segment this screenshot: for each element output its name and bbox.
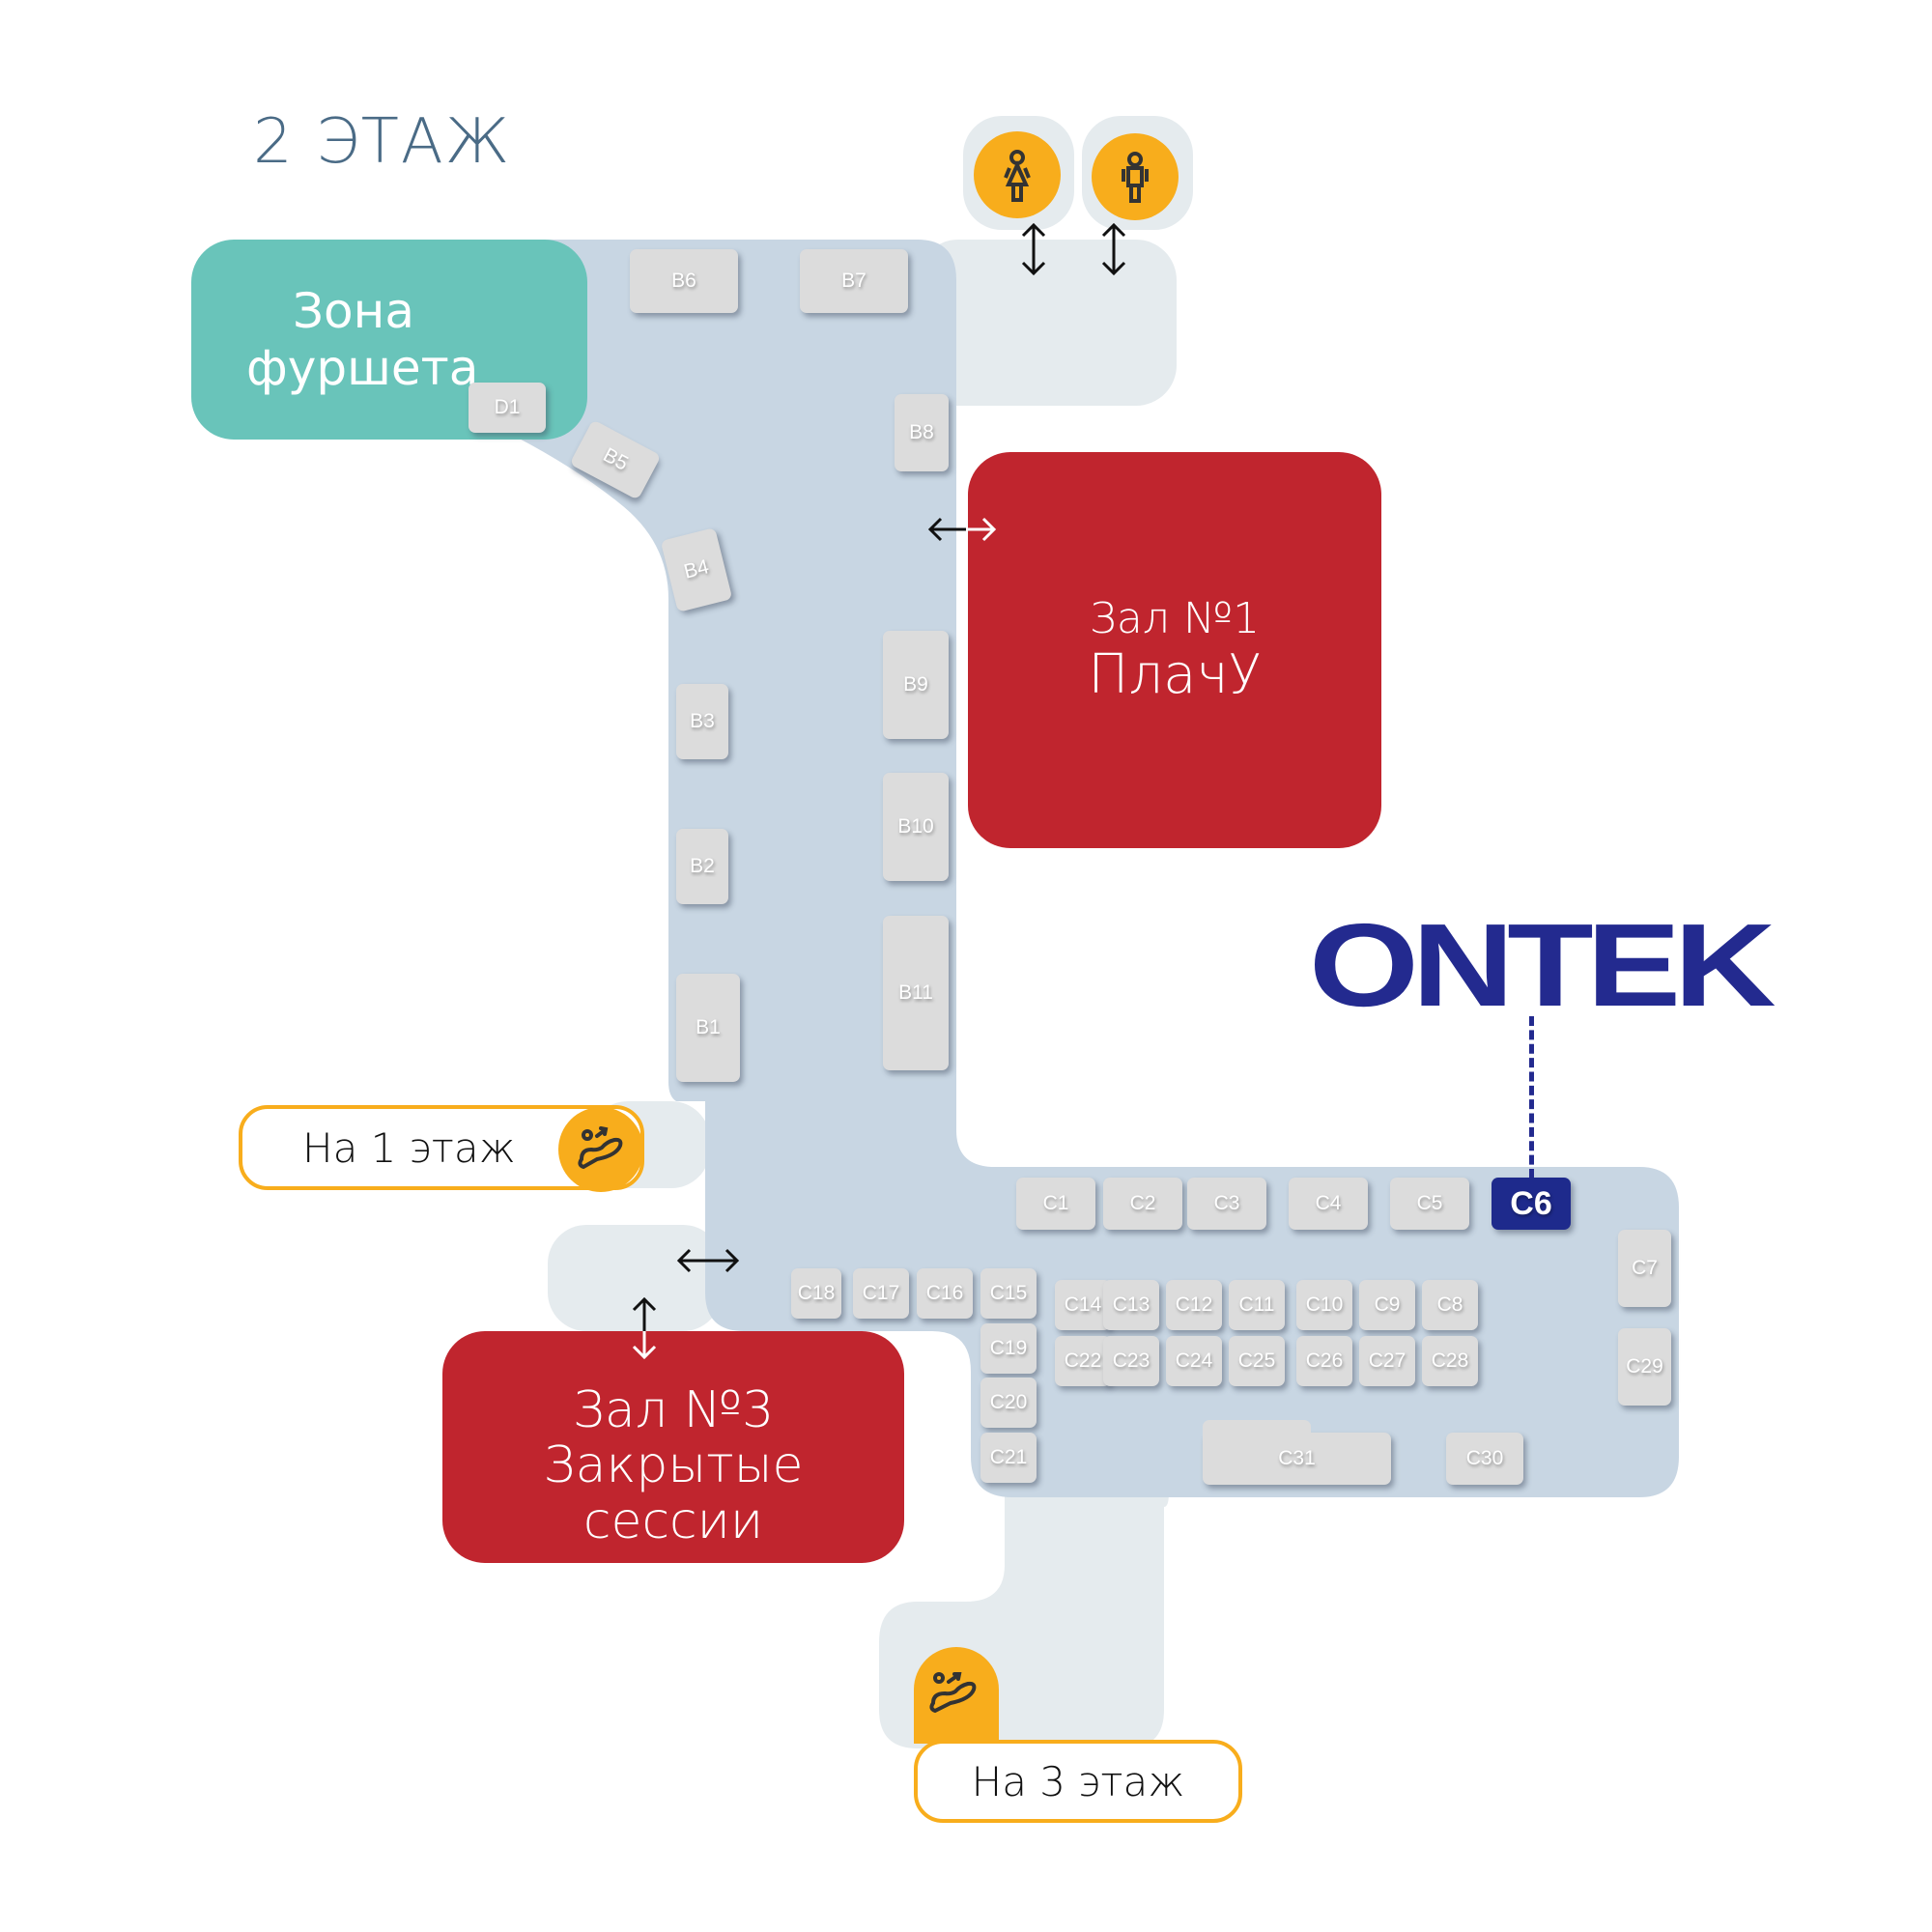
booth-C17[interactable]: C17 <box>853 1268 909 1319</box>
booth-C24[interactable]: C24 <box>1166 1336 1222 1386</box>
booth-C21[interactable]: C21 <box>980 1433 1037 1483</box>
main-corridor <box>454 240 1679 1497</box>
vertical-double-arrow-icon <box>1101 222 1126 276</box>
booth-B2[interactable]: B2 <box>676 829 728 904</box>
buffet-zone-label-2: фуршета <box>246 340 479 396</box>
booth-C2[interactable]: C2 <box>1103 1178 1182 1230</box>
booth-C5[interactable]: C5 <box>1390 1178 1469 1230</box>
booth-C3[interactable]: C3 <box>1187 1178 1266 1230</box>
booth-C20[interactable]: C20 <box>980 1378 1037 1428</box>
horizontal-double-arrow-icon <box>676 1248 740 1273</box>
booth-C23[interactable]: C23 <box>1103 1336 1159 1386</box>
booth-C27[interactable]: C27 <box>1359 1336 1415 1386</box>
booth-C18[interactable]: C18 <box>791 1268 841 1319</box>
booth-C6-highlighted[interactable]: C6 <box>1492 1178 1571 1230</box>
exit-to-floor-1-label: На 1 этаж <box>302 1123 516 1172</box>
booth-C1[interactable]: C1 <box>1016 1178 1095 1230</box>
vertical-double-arrow-icon <box>632 1296 657 1360</box>
exhibitor-logo[interactable]: ONTEK <box>1309 899 1776 1031</box>
vertical-double-arrow-icon <box>1021 222 1046 276</box>
booth-C7[interactable]: C7 <box>1618 1230 1671 1307</box>
exit-to-floor-3[interactable]: На 3 этаж <box>914 1740 1242 1823</box>
booth-C26[interactable]: C26 <box>1296 1336 1352 1386</box>
booth-B9[interactable]: B9 <box>883 631 949 739</box>
restroom-corridor <box>918 240 1177 406</box>
booth-C8[interactable]: C8 <box>1422 1280 1478 1330</box>
booth-B1[interactable]: B1 <box>676 974 740 1082</box>
hall-3-name-1: Закрытые <box>543 1436 804 1495</box>
hall-3[interactable]: Зал №3 Закрытые сессии <box>442 1331 904 1563</box>
booth-C25[interactable]: C25 <box>1229 1336 1285 1386</box>
booth-B3[interactable]: B3 <box>676 684 728 759</box>
booth-C22[interactable]: C22 <box>1055 1336 1111 1386</box>
booth-C14[interactable]: C14 <box>1055 1280 1111 1330</box>
escalator-button-floor-1[interactable] <box>558 1107 643 1192</box>
man-restroom-icon <box>1122 152 1149 203</box>
booth-C11[interactable]: C11 <box>1229 1280 1285 1330</box>
logo-connector-line <box>1529 1016 1534 1179</box>
booth-B10[interactable]: B10 <box>883 773 949 881</box>
escalator-icon <box>929 1672 977 1714</box>
exit-to-floor-3-label: На 3 этаж <box>971 1757 1185 1805</box>
booth-C28[interactable]: C28 <box>1422 1336 1478 1386</box>
booth-B6[interactable]: B6 <box>630 249 738 313</box>
man-restroom-button[interactable] <box>1092 133 1179 220</box>
booth-C4[interactable]: C4 <box>1289 1178 1368 1230</box>
hall-3-name-2: сессии <box>582 1492 764 1550</box>
booth-C29[interactable]: C29 <box>1618 1328 1671 1406</box>
buffet-zone-label-1: Зона <box>293 283 414 339</box>
hall-1[interactable]: Зал №1 ПлачУ <box>968 452 1381 848</box>
woman-restroom-button[interactable] <box>974 131 1061 218</box>
booth-C15[interactable]: C15 <box>980 1268 1037 1319</box>
booth-C12[interactable]: C12 <box>1166 1280 1222 1330</box>
booth-C10[interactable]: C10 <box>1296 1280 1352 1330</box>
booth-C31-extension <box>1203 1420 1311 1449</box>
booth-B11[interactable]: B11 <box>883 916 949 1070</box>
booth-B8[interactable]: B8 <box>895 394 949 471</box>
woman-restroom-icon <box>1004 150 1031 202</box>
booth-C16[interactable]: C16 <box>917 1268 973 1319</box>
booth-B7[interactable]: B7 <box>800 249 908 313</box>
escalator-icon <box>578 1126 623 1170</box>
light-corridor-left <box>548 1225 722 1331</box>
booth-C19[interactable]: C19 <box>980 1323 1037 1374</box>
horizontal-double-arrow-icon <box>927 517 997 542</box>
floor-title: 2 ЭТАЖ <box>253 106 512 178</box>
booth-C9[interactable]: C9 <box>1359 1280 1415 1330</box>
booth-C13[interactable]: C13 <box>1103 1280 1159 1330</box>
hall-1-number: Зал №1 <box>1089 594 1261 643</box>
hall-1-name: ПлачУ <box>1088 643 1262 706</box>
booth-D1[interactable]: D1 <box>469 383 546 433</box>
hall-3-number: Зал №3 <box>572 1381 775 1440</box>
booth-C30[interactable]: C30 <box>1446 1433 1523 1485</box>
escalator-button-floor-3[interactable] <box>914 1647 999 1744</box>
